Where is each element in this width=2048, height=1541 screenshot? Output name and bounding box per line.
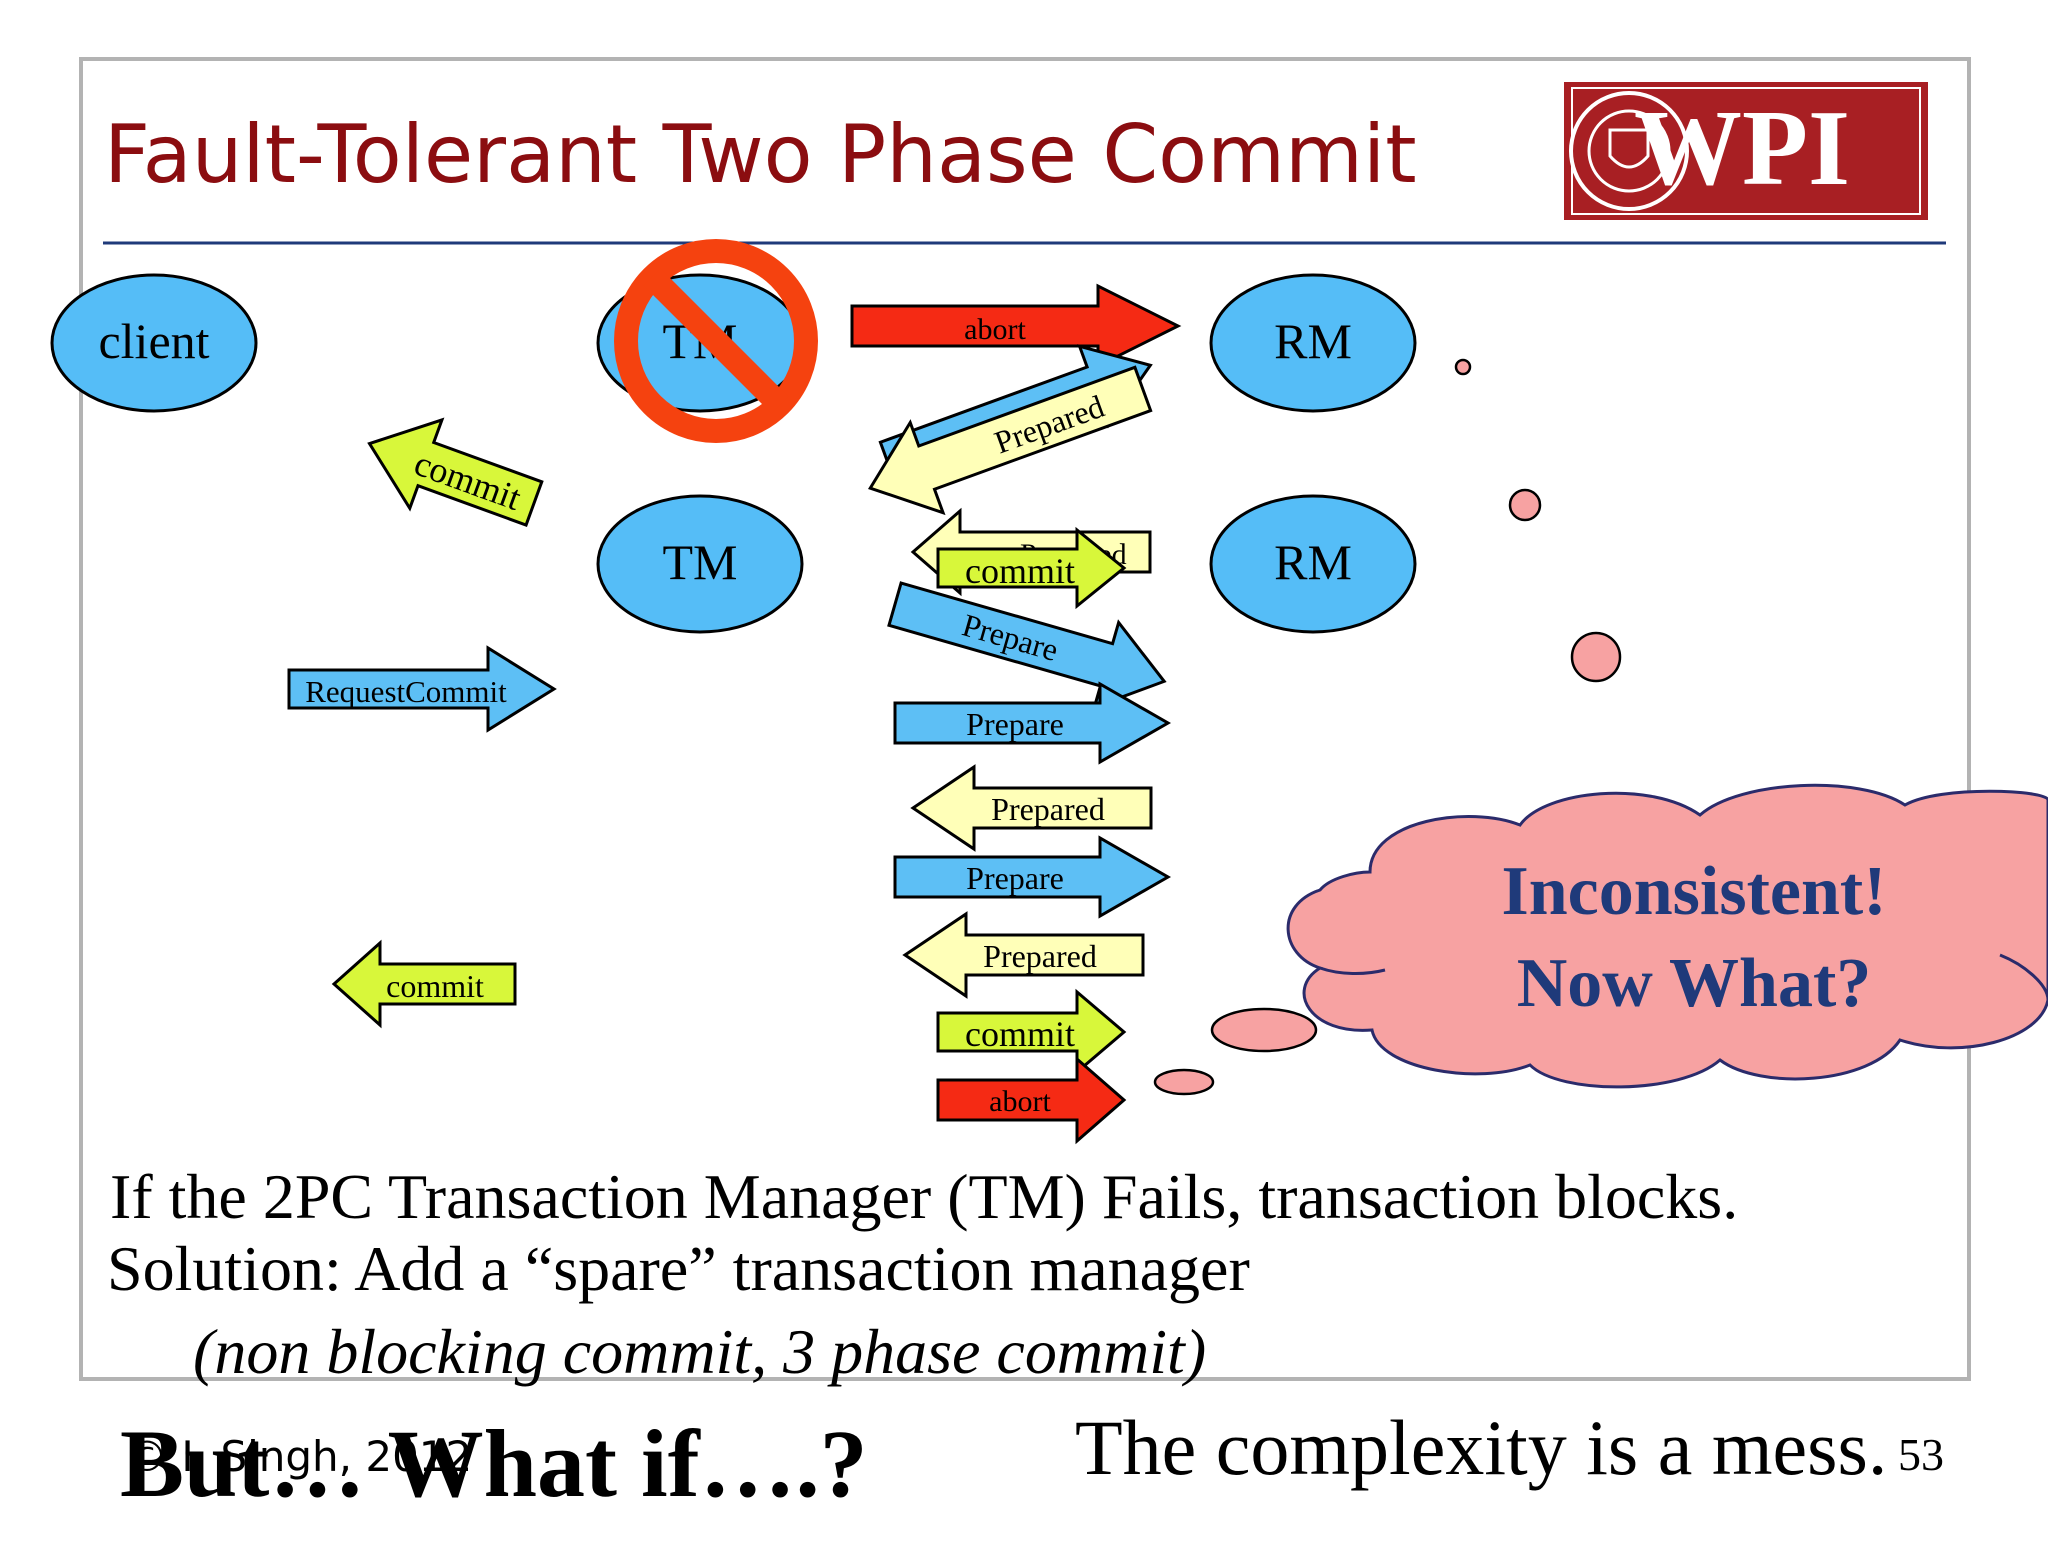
rm-bottom-label: RM [1274, 534, 1352, 590]
slide-frame [79, 57, 1971, 1381]
commit-client-bottom-arrow: commit [331, 939, 517, 1029]
page-number: 53 [1898, 1429, 1944, 1480]
thought-bubbles [1153, 358, 1622, 1096]
footer-author: © I. Singh, 2012 [126, 1432, 473, 1481]
prepare-2-label: Prepare [966, 860, 1064, 896]
cloud-line-1: Inconsistent! [1501, 853, 1886, 930]
abort-top-arrow: abort [850, 283, 1182, 369]
commit-mid-label: commit [965, 551, 1075, 591]
prepared-1-arrow: Prepared [910, 764, 1153, 852]
cloud-line-2: Now What? [1517, 945, 1872, 1022]
commit-mid-arrow: commit [936, 526, 1127, 610]
prepared-2-label: Prepared [983, 938, 1097, 974]
body-line-1: If the 2PC Transaction Manager (TM) Fail… [110, 1161, 1739, 1232]
footer-remark: The complexity is a mess. [1075, 1404, 1888, 1491]
request-commit-arrow: RequestCommit [287, 645, 557, 733]
prepare-1-arrow: Prepare [893, 681, 1172, 765]
body-line-3: (non blocking commit, 3 phase commit) [193, 1316, 1207, 1387]
tm-spare-node: TM [596, 494, 804, 634]
logo-text: WPI [1634, 89, 1850, 208]
client-label: client [98, 313, 209, 369]
page-title: Fault-Tolerant Two Phase Commit [104, 108, 1417, 201]
abort-top-label: abort [964, 313, 1026, 346]
prepare-2-arrow: Prepare [893, 835, 1172, 919]
commit-client-bottom-label: commit [386, 968, 484, 1004]
tm-spare-label: TM [663, 534, 738, 590]
prohibited-icon [614, 239, 818, 443]
footer-question: But… What if….? [120, 1410, 868, 1517]
inconsistent-cloud: Inconsistent! Now What? [1286, 783, 2048, 1089]
abort-bottom-label: abort [989, 1085, 1051, 1118]
rm-top-node: RM [1209, 273, 1417, 413]
body-line-2: Solution: Add a “spare” transaction mana… [107, 1233, 1250, 1304]
rm-bottom-node: RM [1209, 494, 1417, 634]
client-node: client [50, 273, 258, 413]
prepared-1-label: Prepared [991, 791, 1105, 827]
request-commit-label: RequestCommit [305, 674, 507, 709]
commit-bottom-label: commit [965, 1014, 1075, 1054]
commit-to-client-arrow: commit [367, 417, 544, 527]
rm-top-label: RM [1274, 313, 1352, 369]
prepare-1-label: Prepare [966, 706, 1064, 742]
commit-bottom-arrow: commit [936, 988, 1127, 1076]
abort-bottom-arrow: abort [936, 1055, 1127, 1145]
prepared-2-arrow: Prepared [902, 911, 1145, 999]
wpi-logo: WPI [1564, 82, 1928, 220]
